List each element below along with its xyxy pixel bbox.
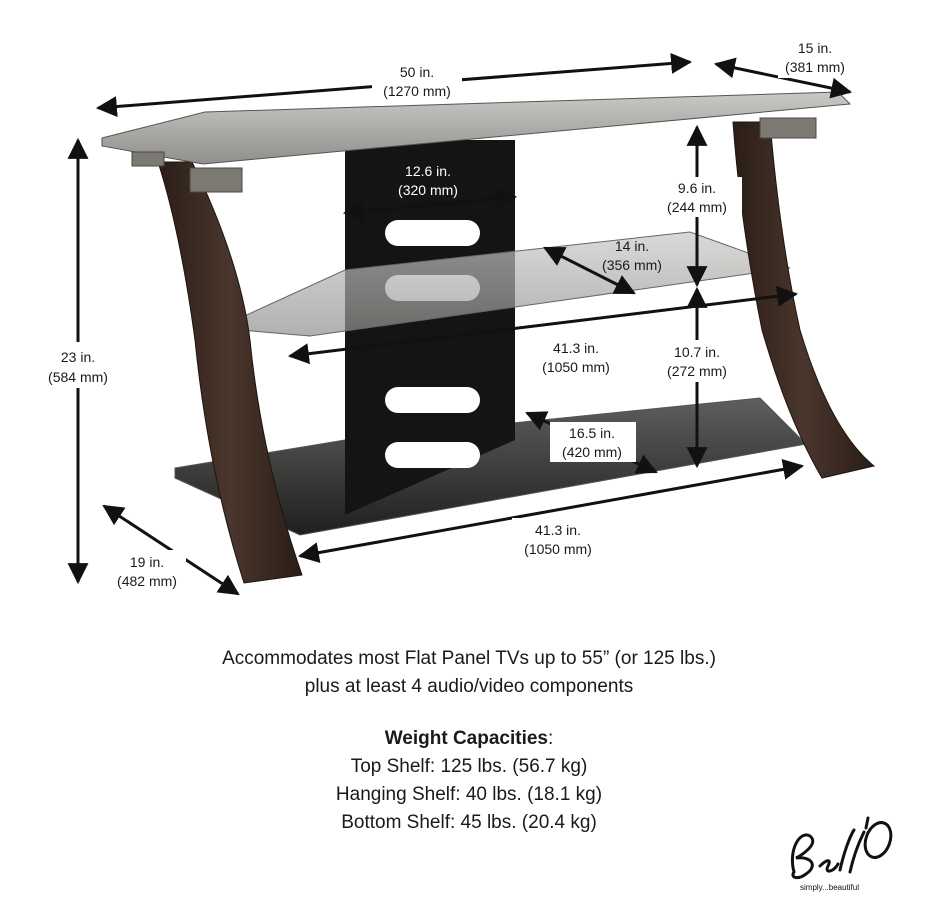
- dim-width-mm: (1270 mm): [383, 83, 451, 99]
- dim-bottom-depth-label: 16.5 in. (420 mm): [550, 422, 636, 462]
- capacities-heading: Weight Capacities:: [0, 725, 938, 753]
- dim-hanging-depth-mm: (356 mm): [602, 257, 662, 273]
- capacities-title: Weight Capacities: [384, 728, 549, 749]
- dim-depth-base-mm: (482 mm): [117, 573, 177, 589]
- dim-bottom-width-mm: (1050 mm): [524, 541, 592, 557]
- tv-stand-diagram: 50 in. (1270 mm) 15 in. (381 mm) 23 in. …: [36, 36, 876, 596]
- bello-logo: simply...beautiful: [791, 816, 893, 892]
- capacity-bottom-shelf: Bottom Shelf: 45 lbs. (20.4 kg): [341, 812, 597, 833]
- dim-height-mm: (584 mm): [48, 369, 108, 385]
- dim-depth-base-label: 19 in. (482 mm): [108, 550, 186, 592]
- dim-top-clearance-in: 9.6 in.: [678, 180, 716, 196]
- dim-hanging-width-mm: (1050 mm): [542, 359, 610, 375]
- dim-depth-base-in: 19 in.: [130, 554, 164, 570]
- dim-width-label: 50 in. (1270 mm): [372, 60, 462, 102]
- dim-width-in: 50 in.: [400, 64, 434, 80]
- dim-hanging-depth-in: 14 in.: [615, 238, 649, 254]
- weight-capacities: Weight Capacities: Top Shelf: 125 lbs. (…: [0, 725, 938, 837]
- dim-middle-clearance-in: 10.7 in.: [674, 344, 720, 360]
- dim-bottom-depth-mm: (420 mm): [562, 444, 622, 460]
- capacity-hanging-shelf: Hanging Shelf: 40 lbs. (18.1 kg): [335, 784, 603, 805]
- dim-depth-top-in: 15 in.: [798, 40, 832, 56]
- capacities-colon: :: [548, 728, 554, 749]
- dim-bottom-width-in: 41.3 in.: [535, 522, 581, 538]
- dim-middle-clearance-mm: (272 mm): [667, 363, 727, 379]
- capacity-top-shelf: Top Shelf: 125 lbs. (56.7 kg): [350, 756, 588, 777]
- dim-top-clearance-mm: (244 mm): [667, 199, 727, 215]
- dim-depth-top-mm: (381 mm): [785, 59, 845, 75]
- dim-hanging-depth-label: 14 in. (356 mm): [602, 238, 662, 273]
- dim-bottom-depth-in: 16.5 in.: [569, 425, 615, 441]
- accommodates-text: Accommodates most Flat Panel TVs up to 5…: [0, 645, 938, 701]
- accommodates-line-2: plus at least 4 audio/video components: [304, 676, 634, 697]
- dim-panel-width-in: 12.6 in.: [405, 163, 451, 179]
- dim-top-clearance-label: 9.6 in. (244 mm): [652, 177, 742, 217]
- accommodates-line-1: Accommodates most Flat Panel TVs up to 5…: [222, 648, 716, 669]
- dim-depth-top-label: 15 in. (381 mm): [778, 36, 854, 78]
- dim-height-label: 23 in. (584 mm): [36, 342, 120, 388]
- shelf-brackets: [131, 117, 817, 193]
- dim-panel-width-mm: (320 mm): [398, 182, 458, 198]
- dim-panel-width-label: 12.6 in. (320 mm): [398, 163, 458, 198]
- dim-hanging-width-label: 41.3 in. (1050 mm): [530, 336, 622, 378]
- dim-hanging-width-in: 41.3 in.: [553, 340, 599, 356]
- left-leg: [157, 161, 303, 584]
- brand-tagline: simply...beautiful: [800, 883, 859, 892]
- bello-script-mark: [791, 816, 893, 880]
- right-leg: [732, 121, 876, 479]
- dim-middle-clearance-label: 10.7 in. (272 mm): [656, 340, 742, 382]
- dim-height-in: 23 in.: [61, 349, 95, 365]
- dim-bottom-width-label: 41.3 in. (1050 mm): [512, 518, 606, 560]
